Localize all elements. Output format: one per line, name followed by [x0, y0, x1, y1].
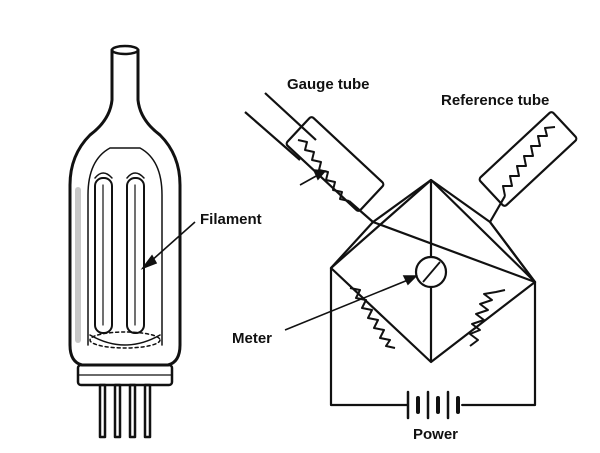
- resistor-lower-right: [469, 289, 506, 347]
- reference-tube-label: Reference tube: [441, 92, 550, 109]
- resistor-lower-left: [349, 287, 396, 349]
- meter-needle: [422, 261, 441, 283]
- filament-assembly: [89, 172, 161, 349]
- power-battery-icon: [406, 390, 463, 420]
- gauge-tube: [244, 92, 385, 223]
- glass-inner-line: [87, 147, 163, 346]
- bridge-square-inner: [371, 178, 537, 284]
- circuit-wire-right: [462, 282, 537, 407]
- filament-label: Filament: [200, 211, 262, 228]
- meter-pointer: [284, 275, 418, 331]
- bridge-circuit: [244, 92, 578, 407]
- filament-pointer: [140, 221, 196, 270]
- gauge-tube-pointer: [299, 169, 327, 186]
- tube-pins: [98, 383, 152, 439]
- envelope-tip: [110, 44, 140, 56]
- glass-envelope: [68, 48, 182, 367]
- reference-tube: [478, 111, 578, 223]
- power-label: Power: [413, 426, 459, 443]
- circuit-wire-left: [329, 268, 408, 407]
- meter-label: Meter: [232, 330, 273, 347]
- vacuum-tube-illustration: [68, 44, 182, 439]
- gauge-tube-label: Gauge tube: [287, 76, 370, 93]
